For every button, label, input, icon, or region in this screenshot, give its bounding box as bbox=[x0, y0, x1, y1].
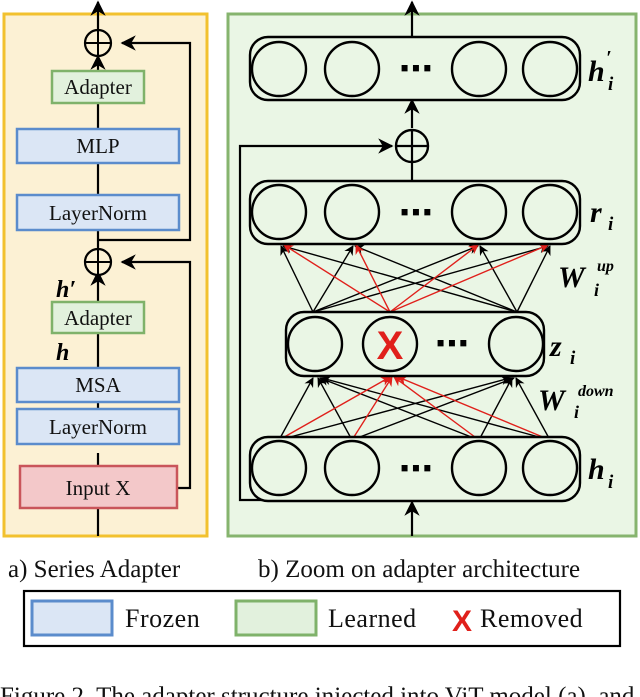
mlp-block: MLP bbox=[15, 127, 181, 165]
svg-text:i: i bbox=[608, 472, 614, 493]
figure-caption: Figure 2. The adapter structure injected… bbox=[0, 683, 635, 697]
residual-layer-r: ⋯ bbox=[248, 179, 582, 246]
label-h-prime-i: h ′ i bbox=[588, 47, 614, 95]
removed-up-connections bbox=[283, 243, 549, 313]
svg-text:i: i bbox=[608, 214, 614, 235]
adapter-block-bottom: Adapter bbox=[50, 300, 146, 335]
svg-text:down: down bbox=[578, 383, 614, 400]
label-z-i: z i bbox=[549, 330, 576, 369]
input-x-block: Input X bbox=[18, 464, 179, 510]
svg-text:i: i bbox=[574, 402, 579, 422]
svg-text:⋯: ⋯ bbox=[399, 193, 433, 233]
svg-text:z: z bbox=[549, 330, 562, 363]
label-w-down: W down i bbox=[538, 383, 614, 422]
legend-frozen-swatch bbox=[30, 599, 114, 637]
svg-text:⋯: ⋯ bbox=[399, 449, 433, 489]
svg-text:up: up bbox=[597, 258, 614, 275]
svg-text:LayerNorm: LayerNorm bbox=[49, 415, 147, 439]
adapter-block-top: Adapter bbox=[50, 69, 146, 105]
svg-text:′: ′ bbox=[606, 47, 612, 69]
adder-top bbox=[83, 28, 113, 58]
legend-learned-swatch bbox=[234, 599, 318, 637]
caption-a: a) Series Adapter bbox=[8, 556, 181, 583]
label-h-i: h i bbox=[588, 453, 614, 493]
layernorm-block-top: LayerNorm bbox=[15, 193, 181, 232]
output-layer-h-prime: ⋯ bbox=[248, 35, 582, 102]
msa-block: MSA bbox=[15, 366, 181, 404]
svg-text:LayerNorm: LayerNorm bbox=[49, 201, 147, 225]
legend-frozen-label: Frozen bbox=[125, 604, 200, 633]
input-layer-h: ⋯ bbox=[248, 435, 582, 503]
legend-removed-mark: X bbox=[452, 605, 472, 638]
svg-text:⋯: ⋯ bbox=[399, 49, 433, 89]
svg-text:MSA: MSA bbox=[75, 373, 121, 397]
label-r-i: r i bbox=[590, 196, 614, 235]
adder-zoom bbox=[394, 128, 430, 164]
h-prime-label: h′ bbox=[56, 277, 76, 303]
label-w-up: W up i bbox=[558, 258, 614, 300]
bottleneck-layer-z: ⋯ X bbox=[284, 310, 546, 378]
legend: Frozen Learned X Removed bbox=[22, 589, 622, 648]
svg-text:Input X: Input X bbox=[66, 476, 131, 500]
svg-text:W: W bbox=[558, 261, 587, 294]
svg-text:h: h bbox=[588, 55, 605, 88]
svg-text:Adapter: Adapter bbox=[64, 306, 132, 330]
svg-text:⋯: ⋯ bbox=[435, 324, 469, 364]
svg-text:Adapter: Adapter bbox=[64, 75, 132, 99]
legend-removed-label: Removed bbox=[480, 604, 583, 633]
svg-text:r: r bbox=[590, 196, 602, 229]
up-projection-connections bbox=[280, 243, 551, 313]
svg-text:h: h bbox=[588, 453, 605, 486]
svg-text:MLP: MLP bbox=[76, 134, 119, 158]
adder-bottom bbox=[83, 247, 113, 277]
svg-text:i: i bbox=[570, 348, 576, 369]
legend-learned-label: Learned bbox=[328, 604, 417, 633]
caption-b: b) Zoom on adapter architecture bbox=[258, 556, 580, 583]
removed-down-connections bbox=[278, 375, 551, 441]
removed-neuron-mark: X bbox=[377, 324, 404, 368]
layernorm-block-bottom: LayerNorm bbox=[15, 407, 181, 446]
svg-text:i: i bbox=[608, 74, 614, 95]
svg-text:i: i bbox=[594, 280, 599, 300]
h-label: h bbox=[56, 340, 69, 366]
svg-text:W: W bbox=[538, 384, 567, 417]
